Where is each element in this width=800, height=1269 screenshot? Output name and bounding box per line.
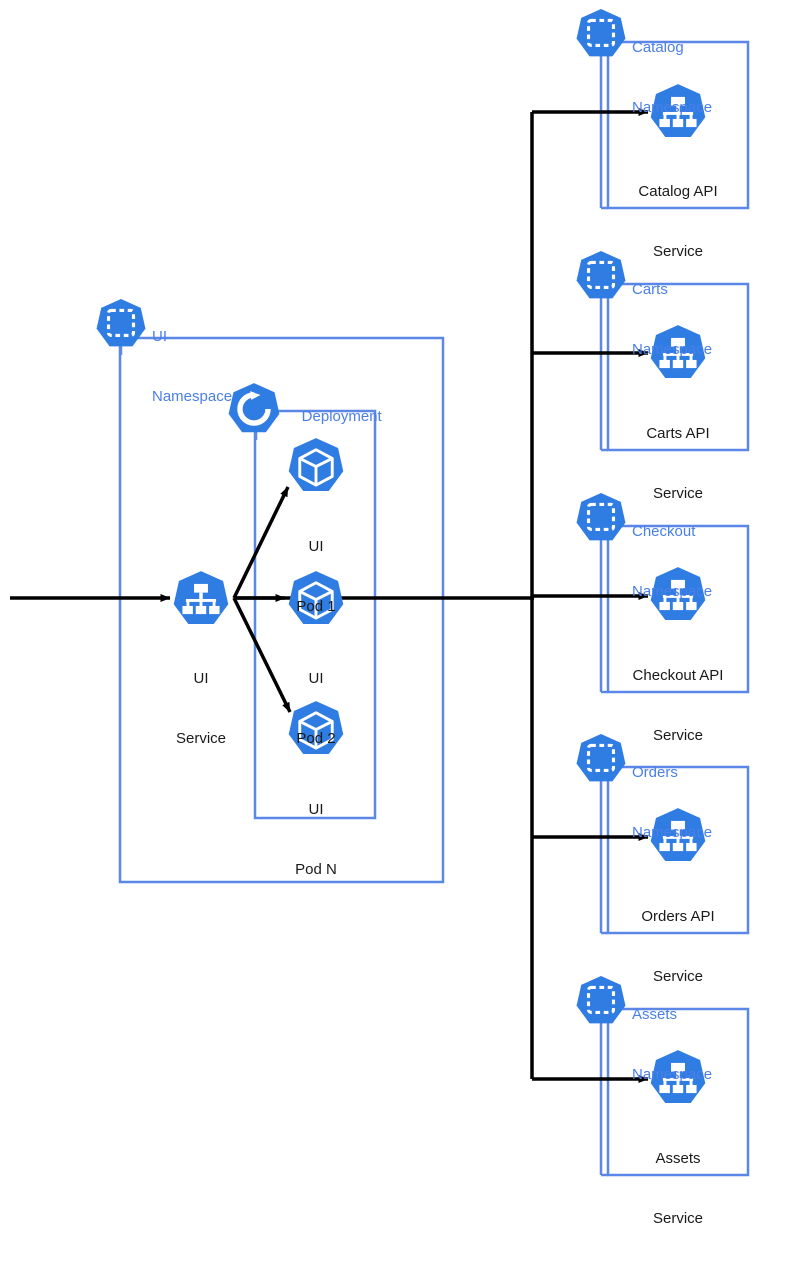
deployment-label-text: Deployment <box>301 408 382 425</box>
checkout-namespace-label-line1: Checkout <box>632 523 696 540</box>
ui-namespace-label-line1: UI <box>152 328 167 345</box>
orders-api-service-label-line1: Orders API <box>641 908 715 925</box>
carts-namespace-label-line2: Namespace <box>632 341 713 358</box>
ui-namespace-label-line2: Namespace <box>152 388 233 405</box>
carts-namespace-label-line1: Carts <box>632 281 668 298</box>
catalog-namespace-box <box>606 40 750 210</box>
assets-service-label: Assets Service <box>608 1109 748 1269</box>
service-to-pod-n-arrow[interactable] <box>232 597 292 713</box>
ui-pod-1-label-line2: Pod 1 <box>296 598 336 615</box>
assets-namespace-label-line2: Namespace <box>632 1066 713 1083</box>
ui-pod-n-label-line2: Pod N <box>295 861 337 878</box>
ui-service-label-line1: UI <box>193 670 209 687</box>
assets-namespace-label: Assets Namespace <box>632 965 712 1125</box>
catalog-api-service-label-line1: Catalog API <box>638 183 718 200</box>
orders-namespace-label-line1: Orders <box>632 764 678 781</box>
checkout-api-service-label-line2: Service <box>652 727 704 744</box>
carts-namespace-box <box>606 282 750 452</box>
checkout-namespace-label: Checkout Namespace <box>632 482 712 642</box>
ui-service-label-line2: Service <box>175 730 227 747</box>
catalog-api-service-label-line2: Service <box>652 243 704 260</box>
catalog-namespace-label: Catalog Namespace <box>632 0 712 158</box>
checkout-api-service-label: Checkout API Service <box>603 626 753 786</box>
deployment-box <box>253 409 377 820</box>
orders-namespace-box <box>606 765 750 935</box>
carts-namespace-label: Carts Namespace <box>632 240 712 400</box>
catalog-namespace-label-line1: Catalog <box>632 39 684 56</box>
orders-api-service-label-line2: Service <box>652 968 704 985</box>
catalog-namespace-label-line2: Namespace <box>632 99 713 116</box>
ui-service-label: UI Service <box>141 629 261 789</box>
ui-namespace-label: UI Namespace <box>152 287 232 447</box>
ui-namespace-box <box>118 336 445 884</box>
checkout-namespace-box <box>606 524 750 694</box>
assets-namespace-box <box>606 1007 750 1177</box>
orders-namespace-label: Orders Namespace <box>632 723 712 883</box>
ui-service-icon[interactable] <box>173 571 229 624</box>
checkout-api-service-label-line1: Checkout API <box>632 667 724 684</box>
ui-pod-2-label-line2: Pod 2 <box>296 730 336 747</box>
checkout-namespace-label-line2: Namespace <box>632 583 713 600</box>
ui-pod-2-label: UI Pod 2 <box>256 629 376 789</box>
ui-pod-2-label-line1: UI <box>308 670 324 687</box>
ui-pod-n-label: UI Pod N <box>256 760 376 920</box>
service-to-pod-1-arrow[interactable] <box>232 486 290 599</box>
orders-api-service-label: Orders API Service <box>608 867 748 1027</box>
assets-namespace-label-line1: Assets <box>632 1006 678 1023</box>
ui-namespace-icon[interactable] <box>95 298 147 348</box>
assets-service-label-line1: Assets <box>655 1150 701 1167</box>
assets-service-label-line2: Service <box>652 1210 704 1227</box>
ui-pod-1-label-line1: UI <box>308 538 324 555</box>
diagram-vector-layer <box>10 8 750 1177</box>
carts-api-service-label-line2: Service <box>652 485 704 502</box>
ui-pod-n-label-line1: UI <box>308 801 324 818</box>
catalog-namespace-icon[interactable] <box>575 8 627 58</box>
carts-api-service-label-line1: Carts API <box>646 425 710 442</box>
deployment-label: Deployment <box>285 387 382 447</box>
deployment-icon[interactable] <box>229 383 280 432</box>
diagram-canvas: UI Namespace Deployment UI Service UI Po… <box>10 0 753 1227</box>
catalog-api-service-label: Catalog API Service <box>608 142 748 302</box>
ui-pod-1-label: UI Pod 1 <box>256 497 376 657</box>
carts-api-service-label: Carts API Service <box>608 384 748 544</box>
orders-namespace-label-line2: Namespace <box>632 824 713 841</box>
